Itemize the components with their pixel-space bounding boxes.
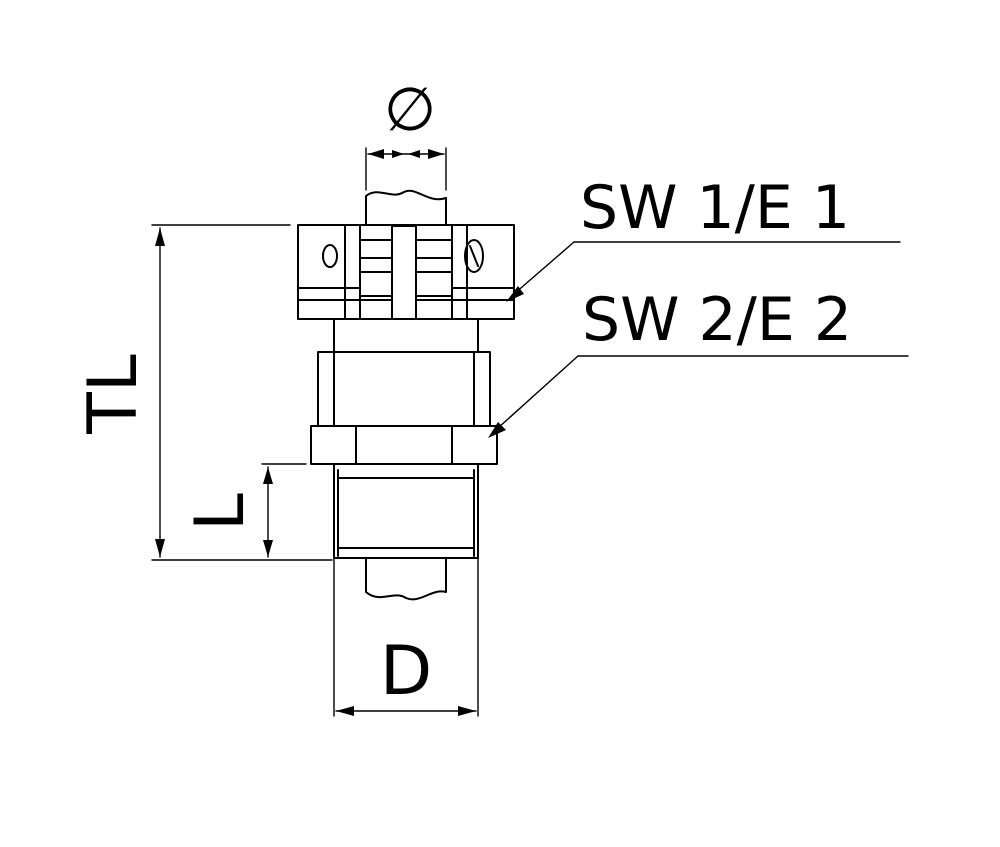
sw2-label: SW 2/E 2 — [582, 285, 852, 355]
body-neck — [333, 318, 479, 353]
total-length-label: TL — [74, 354, 153, 435]
cable-diameter-dimension: ∅ — [365, 75, 447, 191]
cable-bottom — [365, 557, 447, 601]
thread-diameter-label: D — [380, 632, 432, 711]
gland-body — [317, 351, 491, 427]
thread-length-dimension: L — [181, 463, 307, 558]
diameter-symbol: ∅ — [384, 75, 436, 145]
total-length-dimension: TL — [74, 224, 333, 561]
sw2-leader: SW 2/E 2 — [488, 285, 909, 438]
sw1-label: SW 1/E 1 — [580, 173, 850, 243]
sealing-nut — [297, 224, 515, 321]
thread-diameter-dimension: D — [333, 557, 479, 717]
thread — [333, 463, 479, 559]
thread-length-label: L — [181, 493, 260, 531]
body-hex — [310, 425, 498, 465]
sw1-leader: SW 1/E 1 — [506, 173, 901, 302]
cable-top — [365, 189, 447, 227]
